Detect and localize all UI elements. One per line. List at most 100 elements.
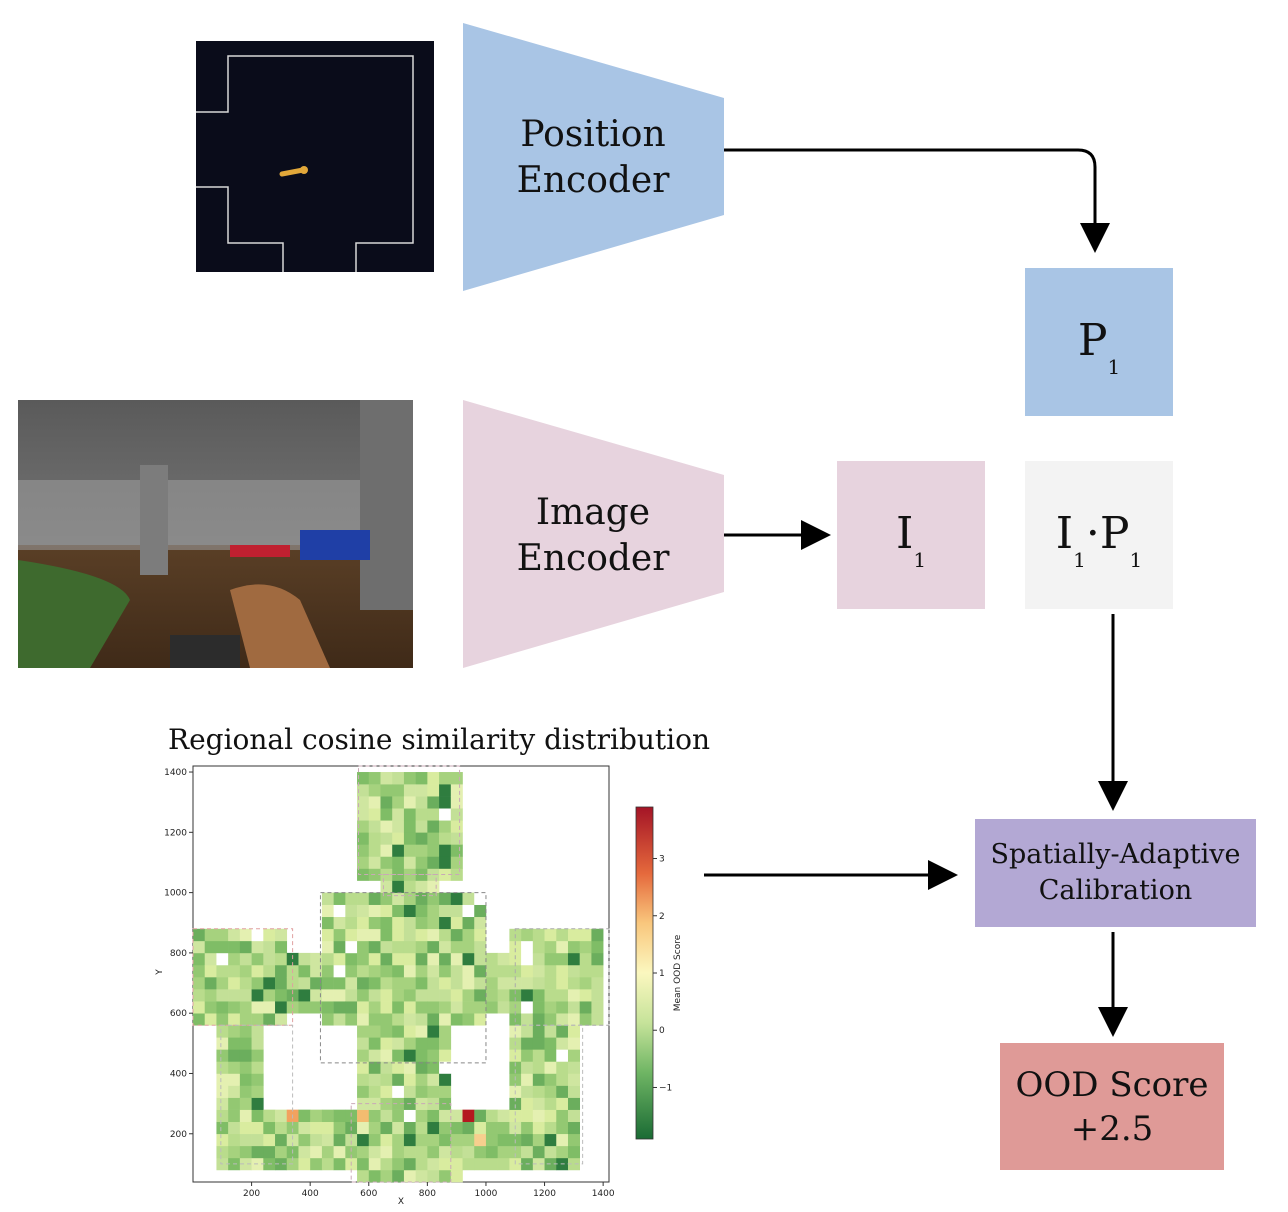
heatmap-cell [544, 1145, 557, 1159]
heatmap-cell [333, 940, 346, 954]
heatmap-cell [532, 1109, 545, 1123]
heatmap-cell [263, 1133, 276, 1147]
heatmap-cell [368, 977, 381, 990]
heatmap-cell [310, 1145, 323, 1159]
heatmap-cell [228, 1037, 241, 1050]
region-outline [358, 765, 461, 876]
heatmap-cell [415, 1013, 428, 1026]
heatmap-cell [439, 1001, 452, 1014]
heatmap-cell [380, 1121, 393, 1135]
heatmap-cell [228, 1145, 241, 1159]
heatmap-cell [532, 1097, 545, 1110]
heatmap-cell [321, 940, 334, 954]
heatmap-cell [239, 1037, 252, 1050]
heatmap-cell [556, 1145, 569, 1159]
heatmap-cell [216, 928, 229, 942]
heatmap-cell [263, 1001, 276, 1014]
heatmap-cell [228, 1001, 241, 1014]
heatmap-cell [474, 952, 487, 966]
heatmap-cell [462, 916, 475, 930]
heatmap-cell [298, 977, 311, 990]
heatmap-cell [556, 964, 569, 978]
heatmap-cell [450, 844, 463, 857]
heatmap-cell [427, 832, 440, 845]
heatmap-cell [462, 1001, 475, 1014]
heatmap-cell [228, 964, 241, 978]
heatmap-cell [275, 1121, 288, 1135]
heatmap-cell [521, 1133, 534, 1147]
heatmap-cell [239, 1085, 252, 1098]
heatmap-cell [228, 1061, 241, 1074]
heatmap-cell [321, 1001, 334, 1014]
heatmap-cell [310, 1157, 323, 1171]
heatmap-cell [298, 1109, 311, 1123]
heatmap-cell [392, 928, 405, 942]
heatmap-cell [239, 1097, 252, 1110]
heatmap-cell [357, 832, 370, 845]
heatmap-cell [368, 1157, 381, 1171]
heatmap-cell [216, 1121, 229, 1135]
heatmap-cell [216, 989, 229, 1002]
heatmap-cell [403, 1121, 416, 1135]
image-encoder-label: Image Encoder [473, 490, 713, 582]
heatmap-cell [193, 989, 206, 1002]
heatmap-cell [415, 1049, 428, 1062]
heatmap-cell [298, 1145, 311, 1159]
heatmap-cell [333, 977, 346, 990]
heatmap-cell [357, 989, 370, 1002]
heatmap-cell [251, 1073, 264, 1086]
heatmap-cell [251, 1097, 264, 1110]
heatmap-cell [439, 820, 452, 833]
heatmap-cell [368, 1001, 381, 1014]
heatmap-cell [403, 977, 416, 990]
heatmap-cell [392, 1049, 405, 1062]
heatmap-cell [298, 989, 311, 1002]
heatmap-cell [415, 772, 428, 785]
y-tick-label: 400 [170, 1069, 187, 1079]
heatmap-cell [263, 1145, 276, 1159]
heatmap-cell [216, 1037, 229, 1050]
heatmap-cell [263, 1121, 276, 1135]
heatmap-cell [286, 989, 299, 1002]
heatmap-cell [251, 928, 264, 942]
heatmap-cell [567, 964, 581, 978]
heatmap-cell [544, 1025, 557, 1038]
i1-box: I1 [837, 461, 985, 609]
heatmap-cell [427, 1001, 440, 1014]
heatmap-cell [415, 977, 428, 990]
heatmap-cell [368, 928, 381, 942]
heatmap-cell [474, 892, 487, 905]
heatmap-cell [403, 904, 416, 918]
heatmap-cell [415, 1109, 428, 1123]
heatmap-cell [403, 928, 416, 942]
heatmap-cell [439, 1073, 452, 1086]
heatmap-cell [556, 940, 569, 954]
heatmap-cell [591, 989, 604, 1002]
heatmap-cell [415, 1085, 428, 1098]
heatmap-cell [450, 977, 463, 990]
heatmap-cell [380, 1073, 393, 1086]
heatmap-cell [415, 808, 428, 821]
heatmap-cell [403, 880, 416, 893]
heatmap-cell [450, 989, 463, 1002]
heatmap-cell [439, 1121, 452, 1135]
heatmap-cell [333, 1145, 346, 1159]
game-frame-thumbnail [18, 400, 413, 668]
heatmap-cell [380, 892, 393, 905]
heatmap-cell [462, 952, 475, 966]
heatmap-cell [345, 1133, 358, 1147]
heatmap-cell [567, 952, 581, 966]
heatmap-cell [556, 1061, 569, 1074]
heatmap-cell [427, 844, 440, 857]
heatmap-cell [380, 1169, 393, 1183]
heatmap-cell [567, 1121, 581, 1135]
heatmap-cell [403, 1025, 416, 1038]
heatmap-cell [462, 904, 475, 918]
heatmap-cell [521, 1121, 534, 1135]
heatmap-cell [462, 928, 475, 942]
heatmap-cell [544, 1037, 557, 1050]
heatmap-cell [439, 940, 452, 954]
heatmap-cell [345, 1013, 358, 1026]
heatmap-cell [544, 1085, 557, 1098]
heatmap-cell [216, 1001, 229, 1014]
